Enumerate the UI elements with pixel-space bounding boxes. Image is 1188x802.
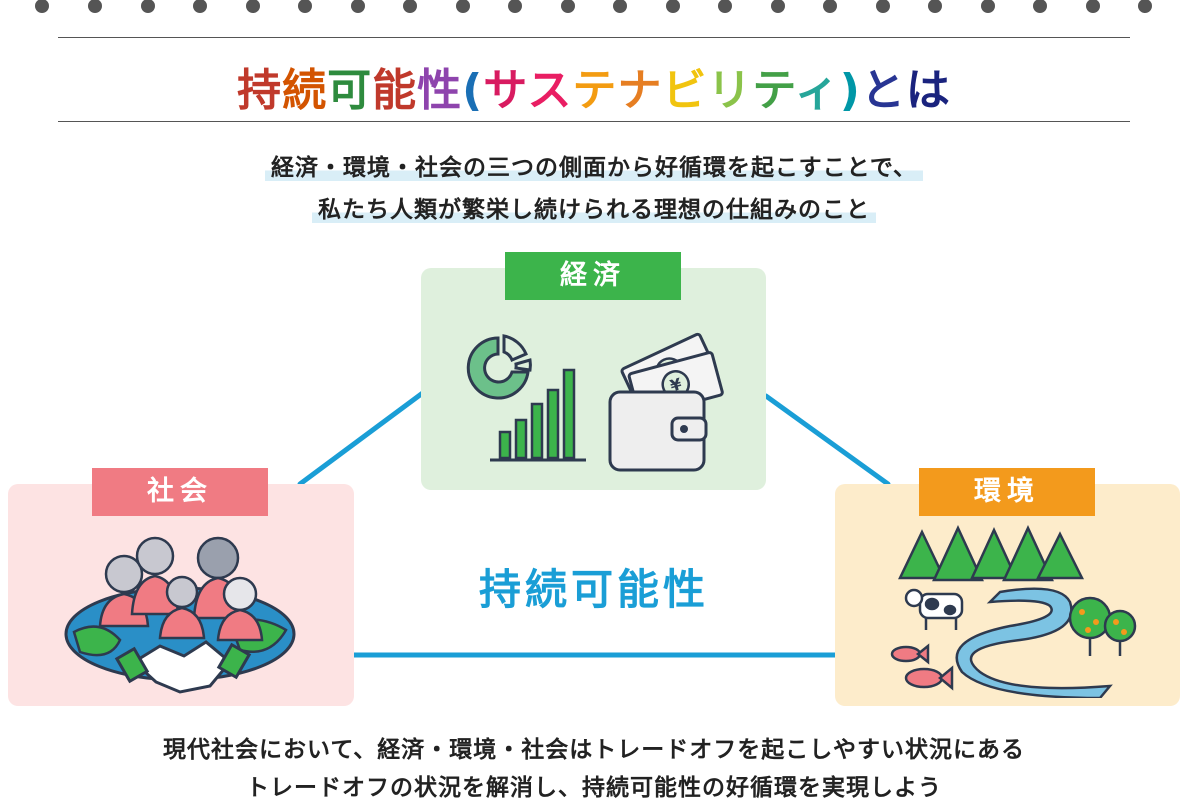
title-char: ビ (662, 65, 708, 116)
bottom-line-2: トレードオフの状況を解消し、持続可能性の好循環を実現しよう (246, 775, 942, 801)
title-char: テ (752, 65, 795, 116)
title-char: ィ (794, 65, 840, 116)
cow-icon (904, 588, 964, 630)
title-char: テ (572, 65, 618, 116)
economy-label: 経済 (505, 252, 681, 300)
society-illustration (64, 536, 296, 694)
bar-chart-icon (498, 368, 576, 460)
people-globe-icon (64, 536, 296, 694)
title-char: ナ (617, 65, 663, 116)
title-char: サ (483, 65, 528, 116)
title-char: 持 (237, 65, 283, 116)
title-char: 可 (327, 65, 373, 116)
title-char: 能 (372, 65, 418, 116)
nature-icon (890, 525, 1137, 698)
title-char: 性 (417, 65, 463, 116)
economy-illustration: ¥ ¥ (466, 332, 724, 472)
title-char: ス (527, 65, 573, 116)
title-char: 続 (282, 65, 328, 116)
environment-illustration (890, 525, 1137, 698)
subtitle-line-1: 経済・環境・社会の三つの側面から好循環を起こすことで、 (0, 148, 1188, 182)
title-char: リ (707, 65, 753, 116)
society-label: 社会 (92, 468, 268, 516)
subtitle-line-2-text: 私たち人類が繁栄し続けられる理想の仕組みのこと (312, 197, 876, 223)
subtitle-line-1-text: 経済・環境・社会の三つの側面から好循環を起こすことで、 (265, 155, 923, 181)
title-char: と (860, 65, 906, 116)
dotted-border (35, 0, 1152, 13)
title-char: は (905, 65, 951, 116)
wallet-icon: ¥ ¥ (608, 332, 724, 472)
subtitle-line-2: 私たち人類が繁栄し続けられる理想の仕組みのこと (0, 190, 1188, 224)
center-label: 持続可能性 (478, 565, 709, 614)
page-title: 持続可能性(サステナビリティ)とは (0, 54, 1188, 118)
fruit-tree-icon (1068, 596, 1137, 656)
environment-label: 環境 (919, 468, 1095, 516)
title-bottom-rule (58, 121, 1130, 122)
bottom-line-1: 現代社会において、経済・環境・社会はトレードオフを起こしやすい状況にある (163, 737, 1025, 763)
fish-icon (890, 643, 954, 691)
donut-chart-icon (466, 334, 532, 400)
title-char: ) (839, 65, 861, 116)
title-top-rule (58, 37, 1130, 38)
svg-text:¥: ¥ (668, 374, 684, 395)
title-char: ( (462, 65, 484, 116)
